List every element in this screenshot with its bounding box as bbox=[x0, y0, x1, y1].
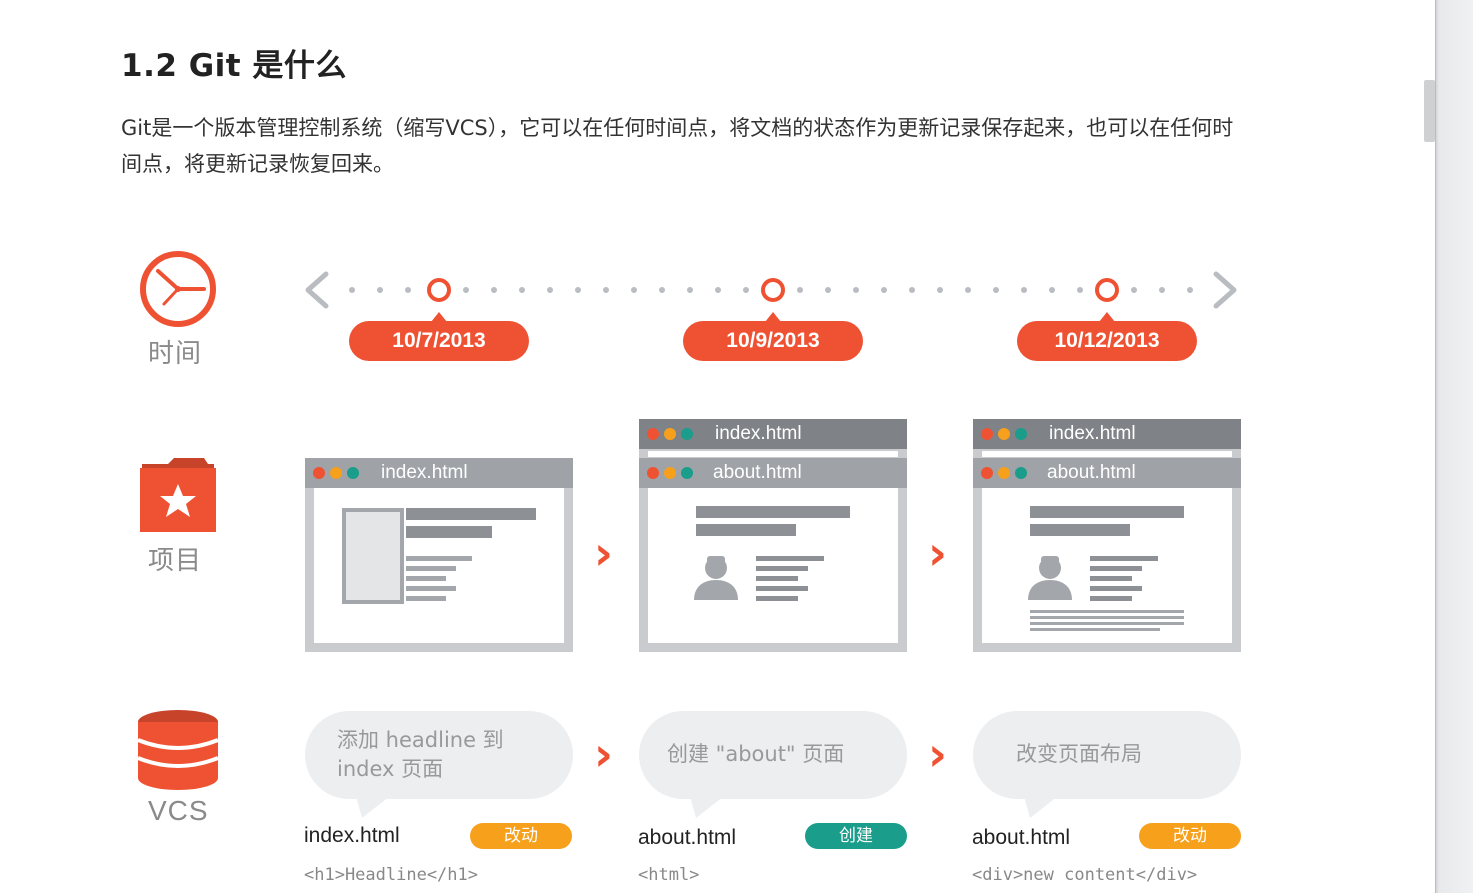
date-label-1: 10/7/2013 bbox=[349, 312, 529, 361]
window-title-back: index.html bbox=[1049, 423, 1136, 444]
person-icon bbox=[694, 556, 738, 600]
status-badge: 改动 bbox=[470, 823, 572, 849]
code-snippet: <html> bbox=[638, 865, 700, 885]
arrow-right-icon: › bbox=[594, 727, 613, 781]
bubble-tail bbox=[1024, 796, 1058, 818]
bubble-tail bbox=[690, 796, 724, 818]
commit-message-bubble-3: 改变页面布局 bbox=[973, 711, 1241, 799]
scrollbar-thumb[interactable] bbox=[1424, 80, 1435, 142]
project-window-3: index.html about.html bbox=[973, 419, 1241, 652]
window-controls bbox=[313, 467, 364, 479]
window-controls bbox=[981, 428, 1032, 440]
window-controls bbox=[981, 467, 1032, 479]
intro-paragraph: Git是一个版本管理控制系统（缩写VCS），它可以在任何时间点，将文档的状态作为… bbox=[121, 116, 1234, 176]
file-name: index.html bbox=[304, 824, 400, 847]
commit-message: 创建 "about" 页面 bbox=[667, 742, 845, 766]
project-window-2: index.html about.html bbox=[639, 419, 907, 652]
folder-star-icon bbox=[140, 458, 216, 532]
arrow-right-icon: › bbox=[928, 727, 947, 781]
image-placeholder bbox=[342, 508, 404, 604]
scrollbar-track[interactable] bbox=[1435, 0, 1473, 893]
commit-message-bubble-2: 创建 "about" 页面 bbox=[639, 711, 907, 799]
commit-message: 改变页面布局 bbox=[1016, 742, 1142, 766]
project-label: 项目 bbox=[148, 546, 203, 576]
person-icon bbox=[1028, 556, 1072, 600]
window-title-back: index.html bbox=[715, 423, 802, 444]
code-snippet: <div>new content</div> bbox=[972, 865, 1198, 885]
time-label: 时间 bbox=[148, 339, 203, 369]
window-controls bbox=[647, 467, 698, 479]
project-window-1: index.html bbox=[305, 458, 573, 652]
bubble-tail bbox=[356, 796, 390, 818]
file-name: about.html bbox=[972, 826, 1071, 849]
date-label-3: 10/12/2013 bbox=[1017, 312, 1197, 361]
window-controls bbox=[647, 428, 698, 440]
commit-message: 添加 headline 到 bbox=[337, 728, 504, 752]
code-snippet: <h1>Headline</h1> bbox=[304, 865, 478, 885]
arrow-right-icon: › bbox=[928, 526, 947, 580]
status-badge: 改动 bbox=[1139, 823, 1241, 849]
status-badge: 创建 bbox=[805, 823, 907, 849]
commit-message-bubble-1: 添加 headline 到 index 页面 bbox=[305, 711, 573, 799]
database-icon bbox=[137, 710, 219, 790]
window-title: about.html bbox=[1047, 462, 1136, 483]
document-page: 1.2 Git 是什么 Git是一个版本管理控制系统（缩写VCS），它可以在任何… bbox=[121, 48, 1241, 885]
arrow-right-icon: › bbox=[594, 526, 613, 580]
clock-icon bbox=[140, 251, 216, 327]
window-title: index.html bbox=[381, 462, 468, 483]
date-label-2: 10/9/2013 bbox=[683, 312, 863, 361]
timeline bbox=[305, 271, 1237, 309]
section-title: 1.2 Git 是什么 bbox=[121, 48, 347, 84]
file-name: about.html bbox=[638, 826, 737, 849]
window-title: about.html bbox=[713, 462, 802, 483]
commit-message-line2: index 页面 bbox=[337, 757, 444, 781]
vcs-label: VCS bbox=[148, 795, 209, 826]
